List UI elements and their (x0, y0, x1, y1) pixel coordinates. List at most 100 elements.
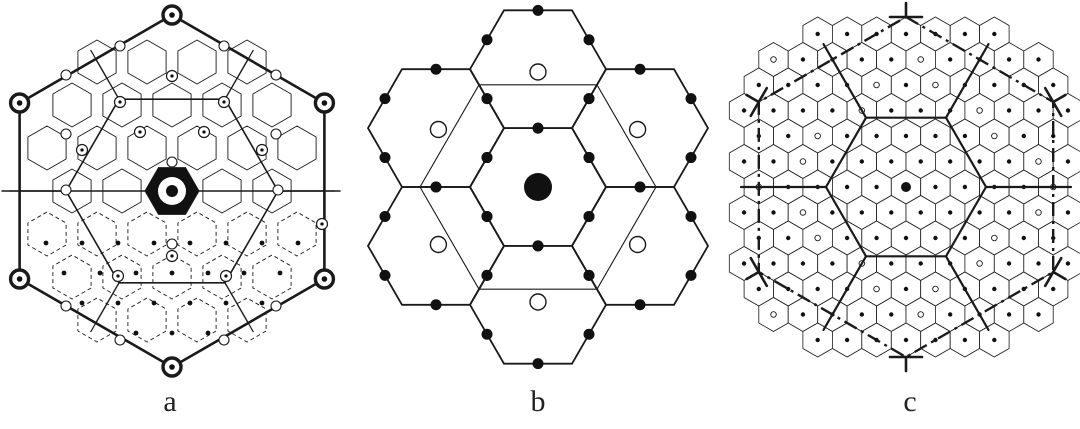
cell-open-dot (932, 81, 939, 89)
cell-open-dot (917, 56, 924, 63)
spoke-line (95, 58, 120, 100)
edge-solid-dot (583, 34, 595, 46)
open-circle-marker (60, 184, 72, 196)
small-solid-dot (43, 240, 49, 246)
cell-solid-dot (1021, 235, 1026, 241)
ring-dot-marker-center (138, 130, 142, 134)
edge-solid-dot (532, 240, 544, 252)
small-solid-dot (169, 330, 175, 336)
small-solid-dot (79, 240, 85, 246)
cell-solid-dot (1051, 82, 1056, 88)
cell-open-dot (814, 234, 821, 242)
center-solid-dot (901, 182, 911, 192)
cell-solid-dot (992, 286, 997, 292)
cell-solid-dot (771, 108, 776, 113)
cell-solid-dot (933, 337, 938, 343)
cell-open-dot (770, 311, 777, 318)
cell-hexagon (77, 125, 117, 171)
edge-solid-dot (532, 122, 544, 134)
cell-open-dot (1035, 158, 1042, 165)
open-circle-marker (60, 69, 72, 81)
cell-solid-dot (844, 337, 850, 343)
corner-ring-center (321, 276, 328, 282)
cell-solid-dot (962, 235, 968, 241)
small-solid-dot (79, 300, 85, 306)
cell-solid-dot (1006, 261, 1012, 266)
edge-solid-dot (634, 181, 646, 193)
cell-open-dot (932, 285, 939, 293)
edge-tick (247, 49, 254, 60)
cell-solid-dot (918, 261, 923, 266)
cell-hexagon (27, 211, 67, 257)
bold-spoke (822, 43, 868, 119)
cell-solid-dot (962, 337, 968, 343)
edge-solid-dot (379, 93, 391, 105)
open-ring-marker (628, 235, 647, 254)
spoke-line (224, 282, 249, 324)
cell-solid-dot (771, 210, 776, 215)
open-ring-marker (429, 235, 448, 254)
cell-hexagon (127, 39, 167, 85)
cell-solid-dot (889, 312, 894, 317)
cell-hexagon (227, 211, 267, 257)
cell-solid-dot (741, 210, 747, 215)
open-circle-marker (60, 128, 72, 140)
ring-dot-marker-center (170, 254, 174, 258)
edge-tick (247, 322, 254, 333)
cell-solid-dot (977, 210, 982, 215)
cell-solid-dot (786, 133, 791, 139)
outer-hexagon-cell (366, 68, 506, 188)
open-circle-marker (114, 334, 126, 346)
edge-solid-dot (481, 93, 493, 105)
cell-solid-dot (859, 57, 865, 62)
cell-solid-dot (859, 210, 865, 215)
cell-open-dot (770, 56, 777, 63)
cell-solid-dot (903, 133, 909, 139)
cell-solid-dot (1036, 261, 1041, 266)
ring-dot-marker-center (202, 130, 206, 134)
small-solid-dot (151, 240, 157, 246)
small-solid-dot (115, 300, 121, 306)
small-solid-dot (223, 300, 229, 306)
center-dot (166, 185, 178, 197)
corner-stub (745, 93, 761, 104)
cell-solid-dot (992, 337, 997, 343)
corner-stub (1051, 93, 1067, 104)
cell-open-dot (814, 132, 821, 140)
small-solid-dot (205, 330, 211, 336)
panel-a-diagram (1, 4, 341, 378)
cell-solid-dot (830, 108, 835, 113)
cell-hexagon (202, 254, 242, 300)
cell-solid-dot (859, 159, 865, 164)
panel-a-label: a (163, 385, 177, 418)
cell-solid-dot (1065, 108, 1071, 113)
cell-solid-dot (1021, 133, 1026, 139)
small-solid-dot (259, 300, 265, 306)
open-circle-marker (270, 128, 282, 140)
cell-open-dot (976, 260, 983, 267)
edge-solid-dot (430, 181, 442, 193)
cell-hexagon (277, 211, 317, 257)
ring-dot-marker-center (222, 100, 226, 104)
cell-solid-dot (977, 159, 982, 164)
open-ring-marker (529, 293, 547, 311)
cell-solid-dot (771, 261, 776, 266)
cell-hexagon (77, 39, 117, 85)
ring-dot-marker-center (118, 100, 122, 104)
cell-solid-dot (874, 133, 879, 139)
cell-solid-dot (933, 184, 938, 190)
cell-solid-dot (874, 184, 879, 190)
open-circle-marker (270, 300, 282, 312)
cell-hexagon (177, 39, 217, 85)
panel-c-diagram (728, 1, 1080, 373)
cell-solid-dot (903, 82, 909, 88)
cell-solid-dot (903, 286, 909, 292)
panel-b (360, 0, 720, 384)
cell-solid-dot (830, 159, 835, 164)
small-solid-dot (187, 240, 193, 246)
cell-solid-dot (756, 286, 761, 292)
cell-solid-dot (1006, 159, 1012, 164)
open-ring-marker (628, 120, 647, 139)
cell-solid-dot (844, 184, 850, 190)
edge-solid-dot (532, 358, 544, 370)
